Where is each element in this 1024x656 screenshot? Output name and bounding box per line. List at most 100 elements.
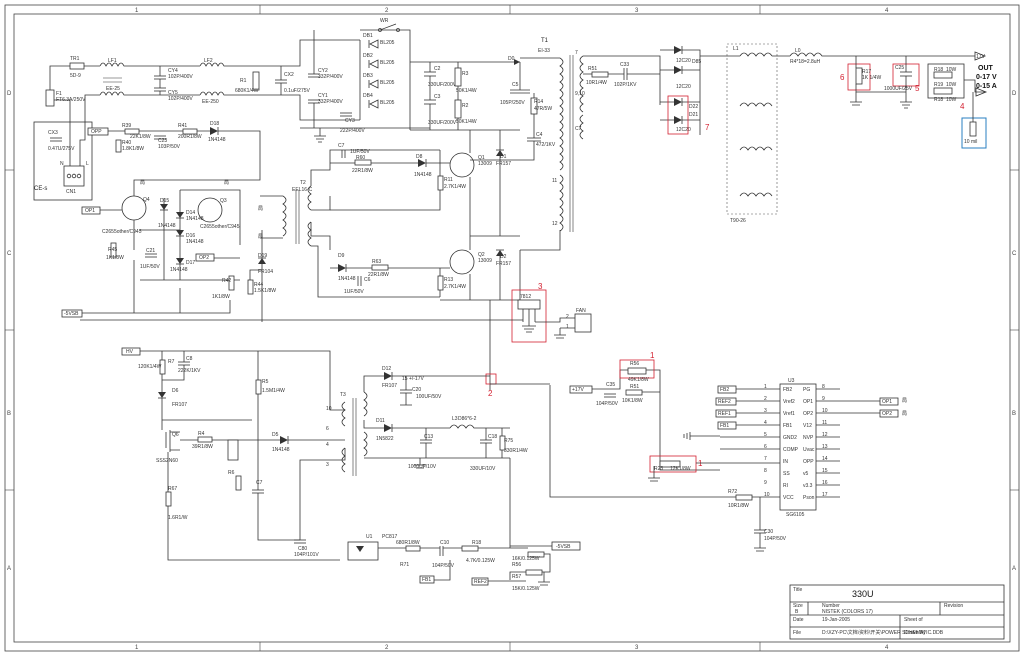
d8-value: 1N4148 — [414, 172, 432, 178]
vsb-net-label: -5VSB — [556, 544, 571, 550]
r17-resistor — [855, 67, 863, 85]
r1-label: R1 — [240, 78, 247, 84]
r42-value: 1K1/8W — [212, 294, 230, 300]
r71-label: R71 — [400, 562, 409, 568]
t1-pin-12: 12 — [552, 221, 558, 227]
d8-label: D8 — [416, 154, 423, 160]
r75-label: R75 — [504, 438, 513, 444]
u3-pin-right: OPP — [803, 459, 814, 465]
q6-label: Q6 — [172, 432, 179, 438]
inner-frame — [13, 13, 1011, 643]
d21-label: D21 — [689, 112, 698, 118]
u3-pin-num-right: 16 — [822, 480, 828, 486]
r18-label: R18 — [934, 67, 943, 73]
r6-label: R6 — [228, 470, 235, 476]
c10-value: 104P/50V — [432, 563, 455, 569]
fb2-net-flag — [717, 385, 737, 394]
gnd-net-label: -5VSB — [64, 311, 79, 317]
c8-label: C8 — [186, 356, 193, 362]
output-rectifier-section: R51 10R1/4W C33 102P/1KV D85 12C20 12C20… — [583, 46, 740, 135]
out-current: 0-15 A — [976, 83, 997, 90]
cy2-label: CY2 — [318, 68, 328, 74]
zhou-marker-6: 局 — [902, 411, 907, 417]
q4-label: Q4 — [143, 197, 150, 203]
d86-label: D86*6-2 — [458, 416, 477, 422]
f1-value: FT6.3A/250V — [56, 97, 86, 103]
cy4-value: 102P/400V — [168, 74, 193, 80]
u3-pin-num-left: 3 — [764, 408, 767, 414]
d17-value: 1N4148 — [170, 267, 188, 273]
tr1-value: 5D-9 — [70, 73, 81, 79]
gnd-net-flag — [61, 309, 83, 318]
input-filter-section: N L CN1 CE-s F1 FT6.3A/250V CX3 0.47U/27… — [33, 18, 411, 201]
zone-row-d-right: D — [1012, 91, 1017, 97]
cx3-label: CX3 — [48, 130, 58, 136]
c30-label: C30 — [764, 529, 773, 535]
f1-fuse — [45, 89, 55, 107]
u7812-label: 7812 — [520, 294, 531, 300]
r13-resistor — [437, 275, 444, 291]
c30-value: 104P/50V — [764, 536, 787, 542]
r42-resistor — [228, 275, 235, 291]
ce-label: CE-s — [34, 186, 47, 192]
op1-out-flag — [879, 397, 899, 406]
d11-label: D11 — [376, 418, 385, 424]
r18b-label: R18 — [472, 540, 481, 546]
ref1-net-flag — [715, 409, 737, 418]
zone-col-1: 1 — [135, 8, 139, 14]
c3-label: C3 — [434, 94, 441, 100]
zone-row-d: D — [7, 91, 12, 97]
d5-diode — [280, 436, 288, 444]
r67-resistor — [165, 491, 172, 507]
file-value: D:\XZY-PC\文档\资料\开关\POWER SCHEMATIC.DDB — [822, 629, 944, 636]
fan-label: FAN — [576, 308, 586, 314]
d85-value: 12C20 — [676, 58, 691, 64]
r67-label: R67 — [168, 486, 177, 492]
d6-label: D6 — [172, 388, 179, 394]
d11-value: 1N5822 — [376, 436, 394, 442]
u1-optocoupler — [347, 541, 379, 561]
r18b-resistor — [461, 545, 479, 552]
op2-net-label: OP2 — [199, 255, 209, 261]
hv-net-label: HV — [126, 349, 134, 355]
annotation-box-2 — [485, 373, 497, 385]
annotation-5: 5 — [915, 84, 920, 93]
d11-diode — [384, 424, 392, 432]
d16-label: D16 — [186, 233, 195, 239]
u3-pin-num-right: 17 — [822, 492, 828, 498]
r18-resistor — [933, 71, 953, 79]
c8-value: 222K/1KV — [178, 368, 201, 374]
r2-label: R2 — [462, 103, 469, 109]
fb1-net-label: FB1 — [422, 577, 431, 583]
tr1-label: TR1 — [70, 56, 80, 62]
c25-value: 1000UF/25V — [884, 86, 913, 92]
t1-pin-7: 7 — [575, 50, 578, 56]
d6b-box — [227, 439, 239, 461]
db2-value: BL205 — [380, 60, 395, 66]
r63-resistor — [371, 264, 389, 271]
q4-value: C2655other/C945 — [102, 229, 142, 235]
c80-value: 104P/101V — [294, 552, 319, 558]
ref2b-net-label: REF2 — [718, 399, 731, 405]
u3-pin-num-left: 10 — [764, 492, 770, 498]
cy3-label: CY3 — [345, 118, 355, 124]
r41-value: 200R1/8W — [178, 134, 202, 140]
annotation-box-7 — [667, 95, 689, 135]
t1-label: T1 — [541, 38, 549, 44]
r56-resistor — [527, 551, 545, 558]
c2-label: C2 — [434, 66, 441, 72]
u3-pin-num-left: 2 — [764, 396, 767, 402]
c20-label: C20 — [412, 387, 421, 393]
annotation-3: 3 — [538, 282, 543, 291]
d1-value: FR157 — [496, 161, 511, 167]
ref2-net-flag — [471, 577, 489, 586]
annotation-box-3 — [511, 289, 547, 343]
r39-value: 22K1/8W — [130, 134, 151, 140]
u3-pin-right: V12 — [803, 423, 812, 429]
u3-pin-right: OP2 — [803, 411, 813, 417]
annotation-1b: 1 — [698, 459, 703, 468]
annotation-1a: 1 — [650, 351, 655, 360]
cy5-label: CY5 — [168, 90, 178, 96]
